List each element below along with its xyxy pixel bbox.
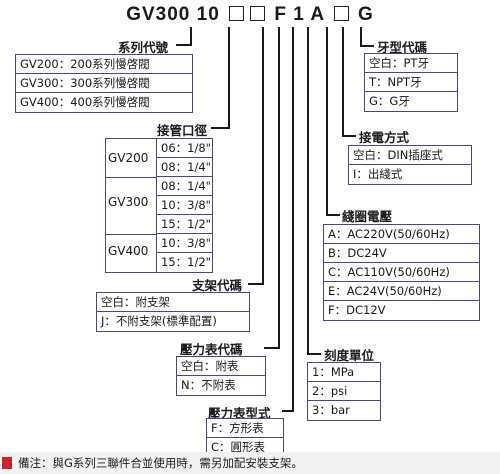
note-marker bbox=[2, 457, 12, 469]
port-group-label: GV300 bbox=[108, 195, 149, 209]
port-group-label: GV200 bbox=[108, 151, 149, 165]
port-row: 08：1/4" bbox=[157, 177, 212, 196]
series-row: GV300：300系列慢啓閥 bbox=[16, 74, 192, 93]
unit-row: 3：bar bbox=[312, 403, 350, 417]
model-code: GV300 10 F 1 A G bbox=[0, 4, 500, 26]
port-row: 10：3/8" bbox=[157, 196, 212, 215]
gauge-type-title: 壓力表型式 bbox=[208, 406, 271, 421]
voltage-box: A：AC220V(50/60Hz) B：DC24V C：AC110V(50/60… bbox=[323, 224, 480, 321]
port-row: 08：1/4" bbox=[157, 158, 212, 177]
model-a: A bbox=[310, 4, 325, 25]
bracket-row: J：不附支架(標準配置) bbox=[101, 314, 217, 328]
thread-row: T：NPT牙 bbox=[365, 73, 457, 92]
port-title: 接管口徑 bbox=[157, 123, 208, 138]
gauge-type-row: F：方形表 bbox=[207, 419, 283, 438]
elec-row: I：出綫式 bbox=[353, 167, 403, 181]
port-row: 15：1/2" bbox=[161, 255, 211, 269]
series-title: 系列代號 bbox=[118, 40, 169, 55]
voltage-title: 綫圈電壓 bbox=[342, 209, 393, 224]
voltage-row: F：DC12V bbox=[328, 303, 386, 317]
thread-title: 牙型代碼 bbox=[377, 40, 428, 55]
port-row: 15：1/2" bbox=[157, 215, 212, 234]
voltage-row: A：AC220V(50/60Hz) bbox=[324, 225, 479, 244]
unit-title: 刻度單位 bbox=[324, 348, 375, 363]
footnote: 備注：與G系列三聯件合並使用時，需另加配安裝支架。 bbox=[0, 452, 500, 474]
voltage-row: B：DC24V bbox=[324, 244, 479, 263]
elec-box: 空白：DIN插座式 I：出綫式 bbox=[348, 145, 472, 185]
bracket-title: 支架代碼 bbox=[192, 278, 243, 293]
gauge-row: 空白：附表 bbox=[177, 357, 265, 376]
model-1: 1 bbox=[293, 4, 305, 25]
series-row: GV200：200系列慢啓閥 bbox=[16, 55, 192, 74]
blank-box-2 bbox=[250, 6, 266, 21]
elec-row: 空白：DIN插座式 bbox=[349, 146, 471, 165]
model-g: G bbox=[358, 4, 374, 25]
thread-box: 空白：PT牙 T：NPT牙 G：G牙 bbox=[364, 53, 458, 112]
bracket-box: 空白：附支架 J：不附支架(標準配置) bbox=[96, 292, 250, 332]
thread-row: G：G牙 bbox=[369, 94, 410, 108]
unit-row: 1：MPa bbox=[308, 363, 380, 382]
gauge-box: 空白：附表 N：不附表 bbox=[176, 356, 266, 396]
port-group-label: GV400 bbox=[108, 244, 149, 258]
model-prefix: GV300 10 bbox=[126, 4, 220, 25]
blank-box-3 bbox=[333, 6, 349, 21]
gauge-row: N：不附表 bbox=[181, 378, 236, 392]
footnote-text: 備注：與G系列三聯件合並使用時，需另加配安裝支架。 bbox=[18, 456, 303, 470]
blank-box-1 bbox=[229, 6, 245, 21]
series-row: GV400：400系列慢啓閥 bbox=[20, 95, 150, 109]
series-box: GV200：200系列慢啓閥 GV300：300系列慢啓閥 GV400：400系… bbox=[15, 54, 193, 113]
bracket-row: 空白：附支架 bbox=[97, 293, 249, 312]
port-row: 10：3/8" bbox=[157, 234, 212, 253]
model-f: F bbox=[274, 4, 287, 25]
gauge-title: 壓力表代碼 bbox=[180, 342, 243, 357]
thread-row: 空白：PT牙 bbox=[365, 54, 457, 73]
voltage-row: E：AC24V(50/60Hz) bbox=[324, 282, 479, 301]
voltage-row: C：AC110V(50/60Hz) bbox=[324, 263, 479, 282]
gauge-type-row: C：圓形表 bbox=[211, 440, 266, 454]
port-box: GV200 GV300 GV400 06：1/8" 08：1/4" 08：1/4… bbox=[105, 138, 213, 273]
port-row: 06：1/8" bbox=[157, 139, 212, 158]
unit-box: 1：MPa 2：psi 3：bar bbox=[307, 362, 381, 421]
unit-row: 2：psi bbox=[308, 382, 380, 401]
elec-title: 接電方式 bbox=[359, 130, 410, 145]
